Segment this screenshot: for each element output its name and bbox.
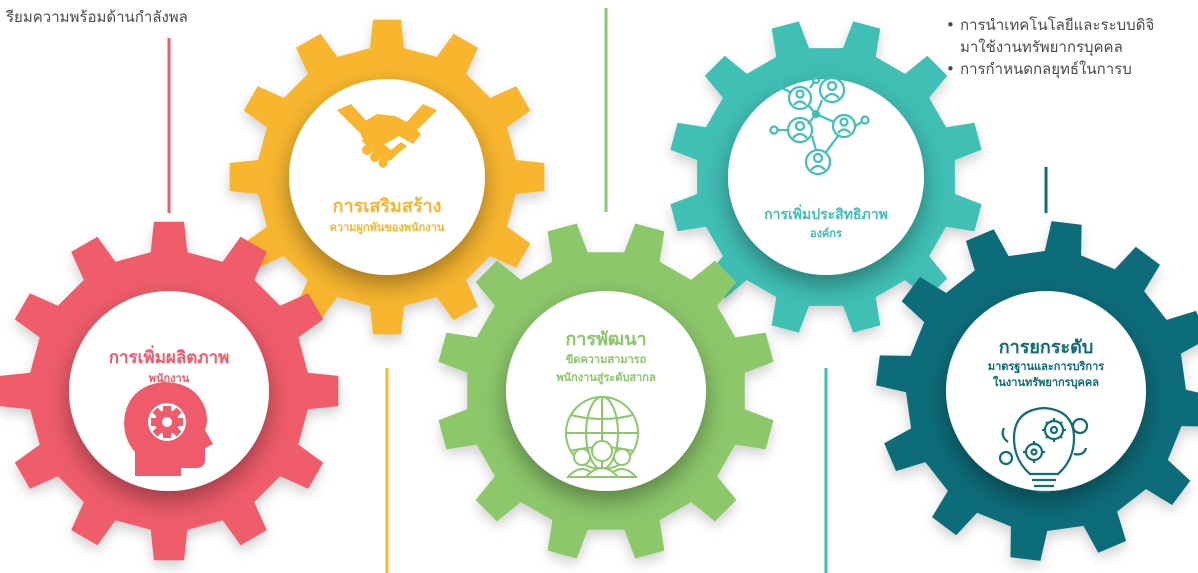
- gear-efficiency-subtitle: องค์กร: [810, 227, 842, 240]
- gear-upgrade-subtitle-2: ในงานทรัพยากรบุคคล: [993, 375, 1099, 390]
- caption-right-item-1: การนำเทคโนโลยีและระบบดิจิ: [946, 14, 1154, 36]
- gear-engagement-title: การเสริมสร้าง: [333, 196, 442, 217]
- handshake-icon: [337, 104, 437, 168]
- globe-people-icon: [565, 396, 639, 478]
- gear-development-center: [506, 291, 706, 491]
- caption-right-item-2: การกำหนดกลยุทธ์ในการบ: [946, 58, 1154, 80]
- head-gear-icon: [124, 382, 213, 476]
- gear-efficiency-center: [728, 79, 924, 275]
- gear-engagement: การเสริมสร้าง ความผูกพันของพนักงาน: [229, 19, 545, 335]
- caption-top-left: รียมความพร้อมด้านกำลังพล: [6, 8, 188, 26]
- gear-productivity-subtitle: พนักงาน: [149, 372, 190, 385]
- gear-efficiency-title: การเพิ่มประสิทธิภาพ: [764, 204, 888, 223]
- gear-upgrade-title: การยกระดับ: [999, 337, 1094, 358]
- gear-development-subtitle-1: ขีดความสามารถ: [566, 353, 647, 366]
- caption-top-right: การนำเทคโนโลยีและระบบดิจิ มาใช้งานทรัพยา…: [946, 14, 1154, 80]
- gear-productivity-title: การเพิ่มผลิตภาพ: [109, 345, 230, 368]
- bulb-gears-icon: [998, 406, 1089, 494]
- gear-development-subtitle-2: พนักงานสู่ระดับสากล: [556, 371, 656, 385]
- gear-development: การพัฒนา ขีดความสามารถ พนักงานสู่ระดับสา…: [438, 223, 774, 559]
- gear-efficiency: การเพิ่มประสิทธิภาพ องค์กร: [670, 21, 982, 333]
- gear-upgrade: การยกระดับ มาตรฐานและการบริการ ในงานทรัพ…: [876, 221, 1198, 561]
- gear-upgrade-subtitle-1: มาตรฐานและการบริการ: [988, 360, 1104, 374]
- caption-right-item-2-text: การกำหนดกลยุทธ์ในการบ: [960, 60, 1132, 78]
- caption-right-item-1-line-2: มาใช้งานทรัพยากรบุคคล: [960, 38, 1123, 56]
- network-people-icon: [769, 75, 870, 176]
- caption-right-item-1-line-1: การนำเทคโนโลยีและระบบดิจิ: [960, 16, 1155, 34]
- gear-engagement-center: [289, 79, 485, 275]
- gear-development-title: การพัฒนา: [565, 329, 646, 350]
- gear-upgrade-center: [946, 291, 1146, 491]
- gear-productivity: การเพิ่มผลิตภาพ พนักงาน: [0, 221, 339, 561]
- gear-engagement-subtitle: ความผูกพันของพนักงาน: [330, 221, 445, 235]
